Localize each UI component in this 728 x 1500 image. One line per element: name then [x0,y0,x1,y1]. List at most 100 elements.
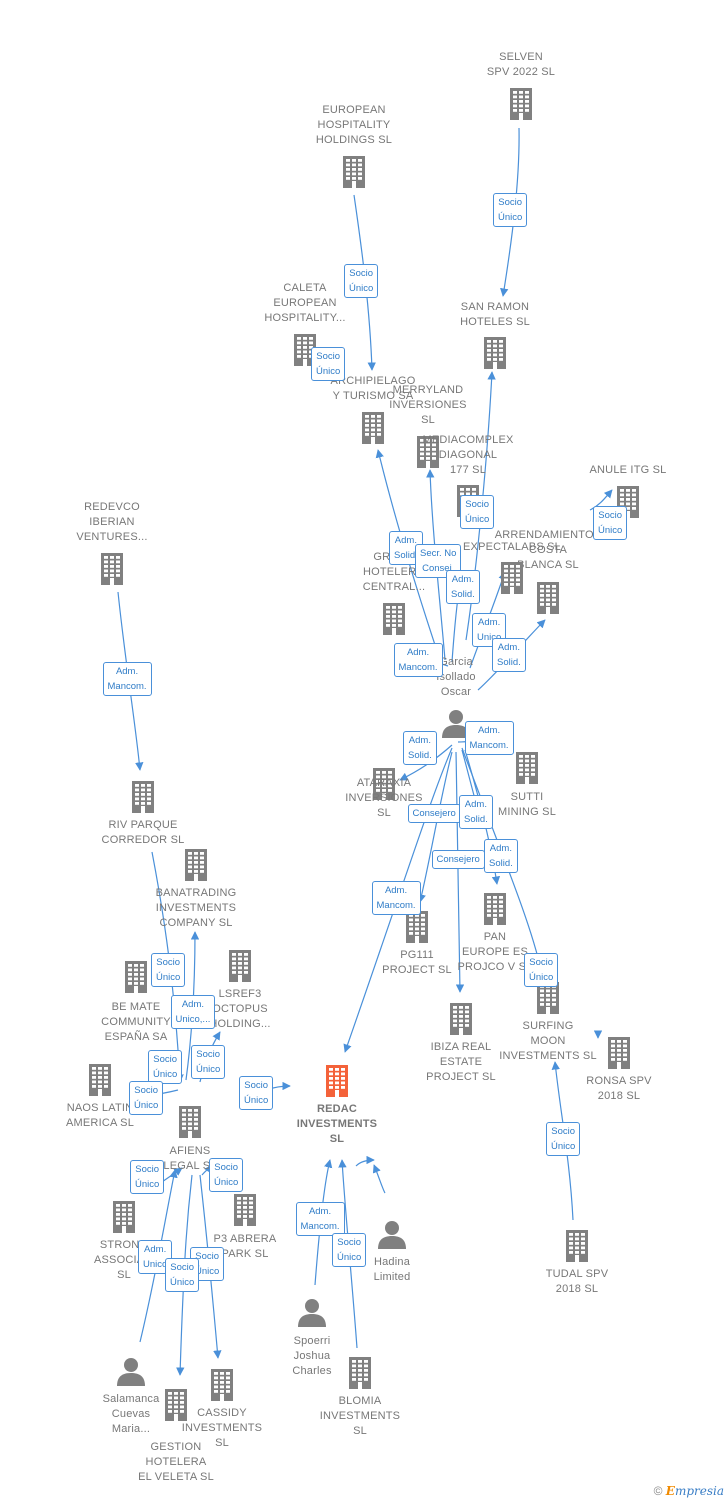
edge-label-e5[interactable]: Adm. Mancom. [102,662,152,696]
edge-label-e22[interactable]: Adm. Unico,... [170,995,216,1029]
building-icon [275,1063,399,1097]
node-label: REDAC INVESTMENTS SL [296,1103,378,1145]
edge-label-e32[interactable]: Socio Único [546,1122,581,1156]
node-paneurope[interactable]: PAN EUROPE ES PROJCO V SL [433,891,557,973]
edge-label-e21[interactable]: Socio Único [151,953,186,987]
node-label: SAN RAMON HOTELES SL [460,301,530,328]
node-label: EUROPEAN HOSPITALITY HOLDINGS SL [315,104,393,146]
node-label: IBIZA REAL ESTATE PROJECT SL [426,1041,496,1083]
edge-label-e26[interactable]: Socio Único [129,1081,164,1115]
node-cassidy[interactable]: CASSIDY INVESTMENTS SL [160,1367,284,1449]
edge-line-e15 [343,747,453,1053]
edge-label-e23[interactable]: Socio Único [191,1045,226,1079]
edge-label-e24[interactable]: Socio Único [239,1076,274,1110]
node-afiens[interactable]: AFIENS LEGAL SL [128,1104,252,1172]
building-icon [332,601,456,635]
edge-line-e19 [417,751,453,903]
building-icon [178,948,302,982]
node-lsref3[interactable]: LSREF3 OCTOPUS HOLDING... [178,948,302,1030]
node-gestion[interactable]: GESTION HOTELERA EL VELETA SL [114,1387,238,1483]
node-garcia[interactable]: Garcia Isollado Oscar [394,655,518,738]
building-icon [311,410,435,444]
building-icon [486,580,610,614]
edge-label-e31[interactable]: Socio Único [209,1158,244,1192]
node-sanramon[interactable]: SAN RAMON HOTELES SL [433,300,557,369]
edge-line-extra-2 [355,1155,375,1167]
edge-label-e13[interactable]: Adm. Solid. [403,731,437,765]
node-naos[interactable]: NAOS LATIN AMERICA SL [38,1062,162,1129]
node-label: RONSA SPV 2018 SL [586,1075,652,1102]
edge-label-e34[interactable]: Socio Único [332,1233,367,1267]
building-icon [366,434,490,468]
node-redevco[interactable]: REDEVCO IBERIAN VENTURES... [50,500,174,585]
edge-label-e4[interactable]: Socio Único [460,495,495,529]
node-ataraxia[interactable]: ATARAXIA INVERSIONES SL [322,766,446,819]
node-label: PG111 PROJECT SL [382,949,452,976]
building-icon [128,1104,252,1138]
edge-line-e20 [461,747,544,971]
edge-label-e12[interactable]: Adm. Mancom. [393,643,443,677]
edge-label-e3[interactable]: Socio Único [311,347,346,381]
node-arrendamientos[interactable]: ARRENDAMIENTOS COSTA BLANCA SL [486,528,610,614]
node-ronsa[interactable]: RONSA SPV 2018 SL [557,1035,681,1102]
edge-label-e8[interactable]: Secr. No Consej. [415,544,462,578]
edge-label-e33[interactable]: Adm. Mancom. [295,1202,345,1236]
edge-label-e16[interactable]: Adm. Solid. [459,795,493,829]
node-anule[interactable]: ANULE ITG SL [566,463,690,518]
building-icon [450,560,574,594]
node-tudal[interactable]: TUDAL SPV 2018 SL [515,1228,639,1295]
copyright-icon: © [653,1484,663,1498]
node-hadina[interactable]: Hadina Limited [330,1219,454,1283]
node-strong[interactable]: STRONG ASSOCIA... SL [62,1199,186,1281]
node-blomia[interactable]: BLOMIA INVESTMENTS SL [298,1355,422,1437]
building-icon [160,1367,284,1401]
node-label: MEDIACOMPLEX DIAGONAL 177 SL [422,434,514,476]
building-icon [433,335,557,369]
edge-label-e18[interactable]: Adm. Solid. [484,839,518,873]
node-label: BANATRADING INVESTMENTS COMPANY SL [155,887,237,929]
node-sutti[interactable]: SUTTI MINING SL [465,750,589,818]
building-icon [38,1062,162,1096]
edge-label-e27[interactable]: Socio Único [130,1160,165,1194]
building-icon [298,1355,422,1389]
edge-label-e28[interactable]: Adm. Unico [138,1240,173,1274]
node-salamanca[interactable]: Salamanca Cuevas Maria... [69,1356,193,1435]
node-label: ARCHIPIELAGO Y TURISMO SA [330,375,416,402]
edge-label-e6[interactable]: Socio Único [593,506,628,540]
node-pg111[interactable]: PG111 PROJECT SL [355,909,479,976]
building-icon [134,847,258,881]
node-rivparque[interactable]: RIV PARQUE CORREDOR SL [81,779,205,846]
edge-label-e11[interactable]: Adm. Solid. [492,638,526,672]
node-surfing[interactable]: SURFING MOON INVESTMENTS SL [486,980,610,1062]
edge-label-e2[interactable]: Socio Único [344,264,379,298]
edge-label-e1[interactable]: Socio Único [493,193,528,227]
building-icon [114,1387,238,1421]
edge-label-e17[interactable]: Consejero [431,849,485,869]
edge-label-e14[interactable]: Adm. Mancom. [464,721,514,755]
node-redac[interactable]: REDAC INVESTMENTS SL [275,1063,399,1145]
node-archipielago[interactable]: ARCHIPIELAGO Y TURISMO SA [311,374,435,444]
building-icon [74,959,198,993]
node-expectalabs[interactable]: EXPECTALABS SL [450,540,574,594]
edge-label-e25[interactable]: Socio Único [148,1050,183,1084]
edge-label-e30[interactable]: Socio Único [165,1258,200,1292]
node-mediacomplex[interactable]: MEDIACOMPLEX DIAGONAL 177 SL [406,433,530,517]
edge-label-e15[interactable]: Consejero [407,803,461,823]
node-ehh[interactable]: EUROPEAN HOSPITALITY HOLDINGS SL [292,103,416,188]
edge-label-e9[interactable]: Adm. Solid. [446,570,480,604]
building-icon [50,551,174,585]
node-selven[interactable]: SELVEN SPV 2022 SL [459,50,583,120]
node-ibiza[interactable]: IBIZA REAL ESTATE PROJECT SL [399,1001,523,1083]
building-icon [557,1035,681,1069]
node-p3abrera[interactable]: P3 ABRERA PARK SL [183,1192,307,1260]
edge-label-e20[interactable]: Socio Único [524,953,559,987]
node-bemate[interactable]: BE MATE COMMUNITY ESPAÑA SA [74,959,198,1043]
node-caleta[interactable]: CALETA EUROPEAN HOSPITALITY... [243,281,367,366]
edge-label-e19[interactable]: Adm. Mancom. [371,881,421,915]
node-merryland[interactable]: MERRYLAND INVERSIONES SL [366,383,490,468]
node-label: BLOMIA INVESTMENTS SL [319,1395,401,1437]
node-spoerri[interactable]: Spoerri Joshua Charles [250,1297,374,1377]
node-label: SUTTI MINING SL [497,791,557,818]
building-icon [433,891,557,925]
node-banatrading[interactable]: BANATRADING INVESTMENTS COMPANY SL [134,847,258,929]
